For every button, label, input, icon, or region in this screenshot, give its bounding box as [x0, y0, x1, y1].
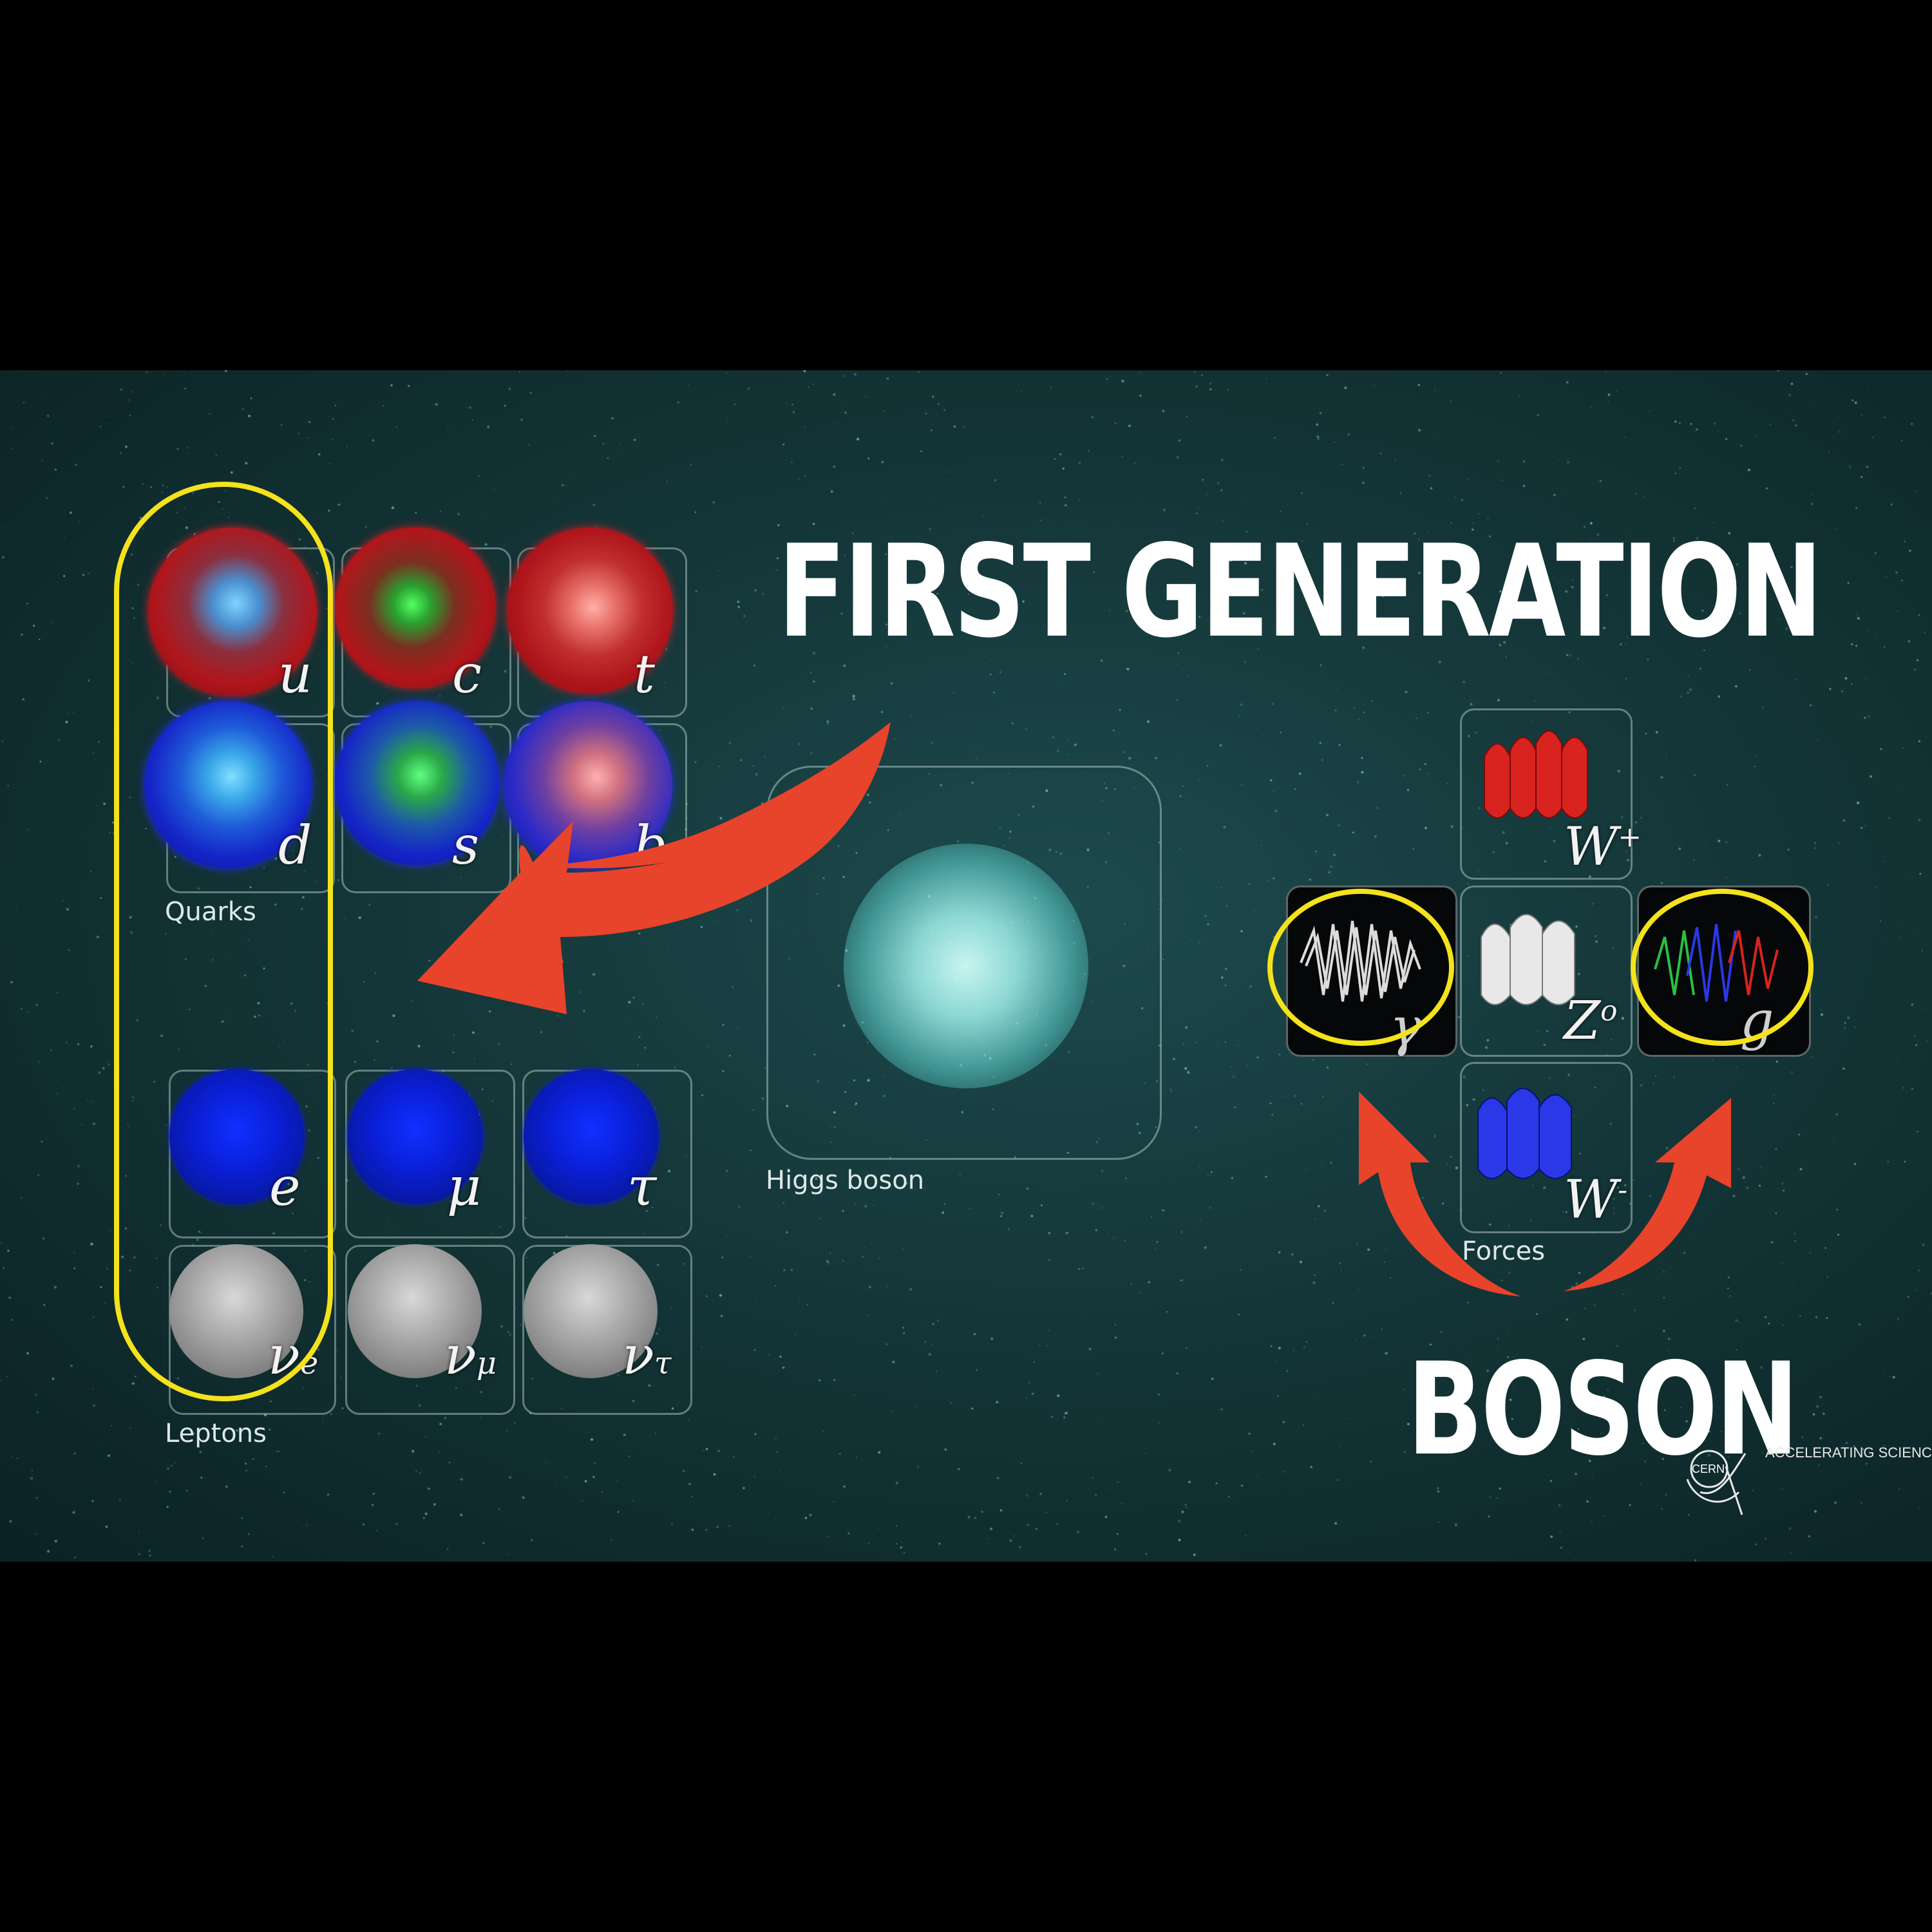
first-generation-heading: FIRST GENERATION — [778, 517, 1823, 666]
symbol-w-plus: W+ — [1564, 817, 1642, 878]
symbol-u: u — [278, 644, 312, 705]
curved-arrow-to-photon — [1359, 1092, 1521, 1296]
curved-arrow-to-first-generation — [417, 722, 891, 1014]
higgs-cell — [766, 766, 1162, 1160]
lepton-ball-tau — [524, 1069, 659, 1204]
force-cell-w-minus — [1460, 1062, 1633, 1233]
quarks-label: Quarks — [165, 897, 256, 927]
lepton-ball-nu-tau — [524, 1244, 658, 1378]
curved-arrow-to-gluon — [1564, 1098, 1731, 1291]
quark-ball-t — [507, 527, 673, 694]
lepton-ball-nu-mu — [348, 1244, 482, 1378]
higgs-particle-cloud — [844, 844, 1088, 1088]
first-generation-highlight — [114, 482, 333, 1401]
cern-tagline: ACCELERATING SCIENC — [1765, 1444, 1932, 1461]
leptons-label: Leptons — [165, 1419, 267, 1448]
quark-ball-s — [335, 701, 499, 866]
forces-label: Forces — [1462, 1236, 1546, 1266]
symbol-nu-tau: ντ — [622, 1325, 672, 1387]
symbol-t: t — [634, 644, 655, 705]
quark-ball-d — [144, 701, 312, 869]
gluon-highlight — [1631, 889, 1814, 1046]
w-minus-ribbon-icon — [1477, 1088, 1572, 1179]
symbol-tau: τ — [627, 1157, 657, 1218]
higgs-label: Higgs boson — [766, 1166, 925, 1195]
symbol-s: s — [452, 815, 480, 876]
cern-logo-icon — [1686, 1450, 1747, 1515]
lepton-ball-mu — [348, 1069, 483, 1204]
lepton-ball-e — [169, 1069, 305, 1204]
symbol-d: d — [278, 815, 312, 876]
symbol-z-zero: Zo — [1564, 990, 1618, 1052]
quark-ball-b — [504, 701, 672, 870]
symbol-e: e — [269, 1157, 301, 1218]
cern-badge-text: CERN — [1692, 1463, 1725, 1475]
symbol-nu-mu: νμ — [444, 1325, 497, 1387]
photon-highlight — [1267, 889, 1454, 1046]
symbol-w-minus: W- — [1564, 1170, 1628, 1231]
w-plus-ribbon-icon — [1484, 730, 1588, 819]
quark-ball-c — [335, 527, 496, 688]
slide-panel: u c t d s b Quarks e μ τ νe νμ ντ Lepton… — [0, 370, 1932, 1562]
z-zero-ribbon-icon — [1481, 914, 1575, 1005]
force-cell-w-plus — [1460, 708, 1633, 880]
symbol-mu: μ — [447, 1157, 482, 1218]
symbol-c: c — [452, 644, 482, 705]
boson-heading: BOSON — [1407, 1335, 1799, 1484]
